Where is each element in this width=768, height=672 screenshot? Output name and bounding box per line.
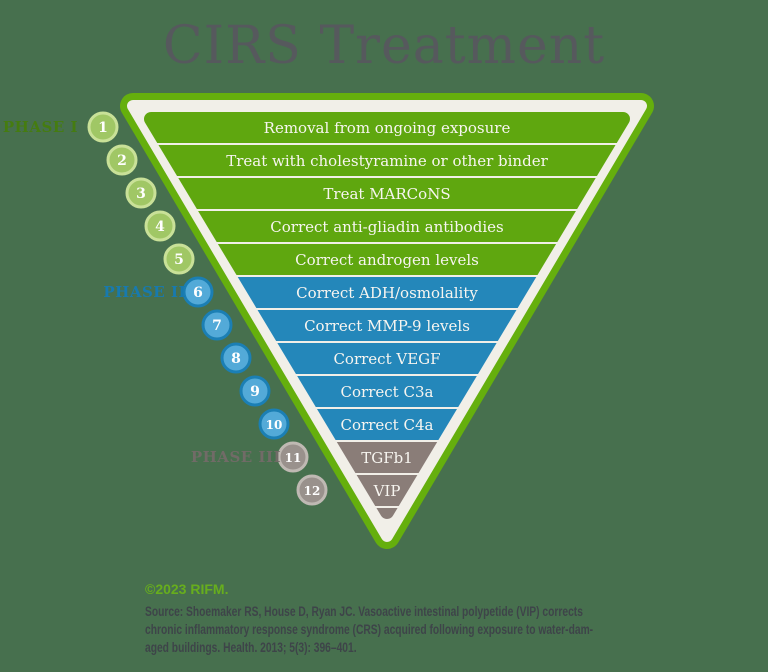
step-circle-11: 11 bbox=[277, 441, 309, 473]
phase-2-label: PHASE II bbox=[103, 283, 186, 301]
band-step-1 bbox=[140, 112, 634, 143]
circle-1 bbox=[87, 111, 119, 143]
step-label-5: Correct androgen levels bbox=[295, 251, 479, 269]
circle-5 bbox=[163, 243, 195, 275]
band-funnel-tip bbox=[140, 508, 634, 540]
circle-number-11: 11 bbox=[285, 451, 302, 465]
step-label-12: VIP bbox=[373, 482, 401, 500]
band-step-12 bbox=[140, 475, 634, 506]
step-circle-8: 8 bbox=[220, 342, 252, 374]
circle-number-7: 7 bbox=[212, 318, 222, 334]
step-circle-5: 5 bbox=[163, 243, 195, 275]
footer: ©2023 RIFM. Source: Shoemaker RS, House … bbox=[145, 581, 735, 657]
band-step-4 bbox=[140, 211, 634, 242]
circle-number-6: 6 bbox=[193, 285, 203, 301]
step-label-11: TGFb1 bbox=[361, 449, 413, 467]
circle-6 bbox=[182, 276, 214, 308]
step-circle-12: 12 bbox=[296, 474, 328, 506]
source-citation: Source: Shoemaker RS, House D, Ryan JC. … bbox=[145, 603, 593, 657]
step-label-6: Correct ADH/osmolality bbox=[296, 284, 478, 302]
circle-3 bbox=[125, 177, 157, 209]
step-circle-2: 2 bbox=[106, 144, 138, 176]
copyright-text: ©2023 RIFM. bbox=[145, 581, 229, 597]
phase-1-label: PHASE I bbox=[3, 118, 78, 136]
step-label-10: Correct C4a bbox=[341, 416, 434, 434]
step-circle-3: 3 bbox=[125, 177, 157, 209]
band-step-6 bbox=[140, 277, 634, 308]
step-circle-7: 7 bbox=[201, 309, 233, 341]
circle-2 bbox=[106, 144, 138, 176]
step-label-3: Treat MARCoNS bbox=[323, 185, 450, 203]
band-step-5 bbox=[140, 244, 634, 275]
circle-number-1: 1 bbox=[98, 120, 108, 136]
step-circle-9: 9 bbox=[239, 375, 271, 407]
circle-8 bbox=[220, 342, 252, 374]
circle-11 bbox=[277, 441, 309, 473]
step-label-8: Correct VEGF bbox=[333, 350, 440, 368]
circle-number-12: 12 bbox=[304, 484, 321, 498]
source-line-1: Source: Shoemaker RS, House D, Ryan JC. … bbox=[145, 604, 583, 619]
step-label-4: Correct anti-gliadin antibodies bbox=[270, 218, 503, 236]
band-step-9 bbox=[140, 376, 634, 407]
band-step-11 bbox=[140, 442, 634, 473]
step-label-2: Treat with cholestyramine or other binde… bbox=[226, 152, 548, 170]
circle-10 bbox=[258, 408, 290, 440]
step-circle-1: 1 bbox=[87, 111, 119, 143]
circle-number-4: 4 bbox=[155, 219, 165, 235]
band-step-3 bbox=[140, 178, 634, 209]
step-circle-6: 6 bbox=[182, 276, 214, 308]
circle-12 bbox=[296, 474, 328, 506]
step-circle-4: 4 bbox=[144, 210, 176, 242]
circle-number-5: 5 bbox=[174, 252, 184, 268]
band-step-10 bbox=[140, 409, 634, 440]
source-line-2: chronic inflammatory response syndrome (… bbox=[145, 622, 594, 637]
circle-number-9: 9 bbox=[250, 384, 260, 400]
circle-number-8: 8 bbox=[231, 351, 241, 367]
circle-9 bbox=[239, 375, 271, 407]
step-label-9: Correct C3a bbox=[341, 383, 434, 401]
step-circle-10: 10 bbox=[258, 408, 290, 440]
funnel-bands bbox=[140, 112, 634, 540]
circle-number-2: 2 bbox=[117, 153, 127, 169]
step-label-1: Removal from ongoing exposure bbox=[264, 119, 511, 137]
source-line-3: aged buildings. Health. 2013; 5(3): 396–… bbox=[145, 640, 357, 655]
circle-4 bbox=[144, 210, 176, 242]
circle-number-10: 10 bbox=[266, 418, 283, 432]
step-label-7: Correct MMP-9 levels bbox=[304, 317, 470, 335]
circle-number-3: 3 bbox=[136, 186, 146, 202]
page-title: CIRS Treatment bbox=[162, 16, 606, 76]
band-step-2 bbox=[140, 145, 634, 176]
circle-7 bbox=[201, 309, 233, 341]
phase-3-label: PHASE III bbox=[191, 448, 281, 466]
